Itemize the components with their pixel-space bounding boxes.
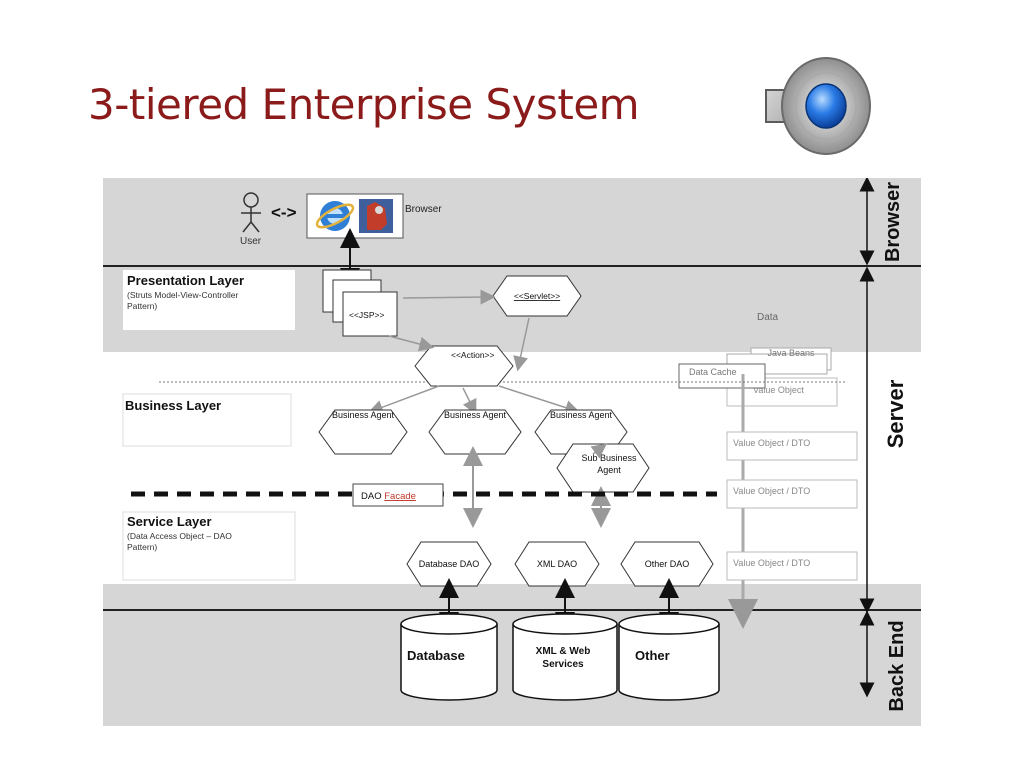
dao-facade-label: DAO Facade	[361, 491, 416, 502]
xml-dao	[514, 541, 600, 587]
service-layer-title: Service Layer	[127, 514, 212, 529]
user-label: User	[240, 236, 262, 247]
business-agent-label-3: Business Agent	[550, 410, 613, 420]
architecture-diagram: Browser Server Back End User <-> Browser	[103, 178, 921, 726]
service-layer-box	[122, 511, 296, 581]
other-store	[618, 613, 720, 701]
vo-dto-box-1	[726, 431, 858, 461]
servlet-hexagon	[492, 275, 582, 317]
value-object-label: Value Object	[753, 385, 804, 395]
browser-label: Browser	[405, 204, 442, 215]
data-cache-label: Data Cache	[689, 367, 737, 377]
user-icon	[241, 192, 261, 233]
tier-label-backend: Back End	[886, 620, 908, 711]
dao-facade-box	[352, 483, 444, 507]
speaker-sound-icon[interactable]	[752, 52, 878, 160]
data-cache-box	[678, 363, 766, 389]
presentation-layer-desc-2: Pattern)	[127, 301, 157, 311]
browser-tier-band	[103, 178, 921, 266]
presentation-layer-box	[123, 270, 295, 330]
vo-dto-label-2: Value Object / DTO	[733, 486, 810, 496]
xml-web-store-label-1: XML & Web	[536, 646, 591, 657]
vo-dto-box-2	[726, 479, 858, 509]
vo-dto-box-3	[726, 551, 858, 581]
business-layer-box	[122, 393, 292, 447]
presentation-layer-title: Presentation Layer	[127, 273, 244, 288]
business-agent-1	[318, 409, 408, 455]
sub-business-agent-label-1: Sub Business	[581, 453, 637, 463]
business-agent-3	[534, 409, 628, 455]
jsp-label: <<JSP>>	[349, 310, 384, 320]
java-beans-label: Java Beans	[767, 348, 815, 358]
service-layer-desc-2: Pattern)	[127, 542, 157, 552]
jsp-pages	[322, 269, 398, 337]
database-dao	[406, 541, 492, 587]
backend-band	[103, 610, 921, 726]
service-bottom-band	[103, 584, 921, 610]
other-dao	[620, 541, 714, 587]
netscape-browser-icon	[359, 199, 393, 233]
tier-label-browser: Browser	[882, 182, 904, 262]
service-layer-desc-1: (Data Access Object – DAO	[127, 531, 232, 541]
database-dao-label: Database DAO	[419, 559, 480, 569]
business-layer-title: Business Layer	[125, 398, 221, 413]
xml-dao-label: XML DAO	[537, 559, 577, 569]
database-store-label: Database	[407, 648, 465, 663]
tier-label-server: Server	[883, 379, 908, 448]
database-store	[400, 613, 498, 701]
user-browser-arrow: <->	[271, 203, 297, 222]
presentation-layer-desc-1: (Struts Model-View-Controller	[127, 290, 238, 300]
business-agent-label-2: Business Agent	[444, 410, 507, 420]
xml-web-services-store	[512, 613, 618, 701]
slide-title: 3-tiered Enterprise System	[88, 80, 640, 129]
action-label: <<Action>>	[451, 350, 495, 360]
business-agent-2	[428, 409, 522, 455]
xml-web-store-label-2: Services	[542, 659, 584, 670]
vo-dto-label-3: Value Object / DTO	[733, 558, 810, 568]
sub-business-agent-label-2: Agent	[597, 465, 621, 475]
vo-dto-label-1: Value Object / DTO	[733, 438, 810, 448]
data-column-title: Data	[757, 312, 779, 323]
other-dao-label: Other DAO	[645, 559, 690, 569]
servlet-label: <<Servlet>>	[514, 291, 560, 301]
other-store-label: Other	[635, 648, 670, 663]
internet-explorer-icon	[315, 201, 355, 231]
business-agent-label-1: Business Agent	[332, 410, 395, 420]
